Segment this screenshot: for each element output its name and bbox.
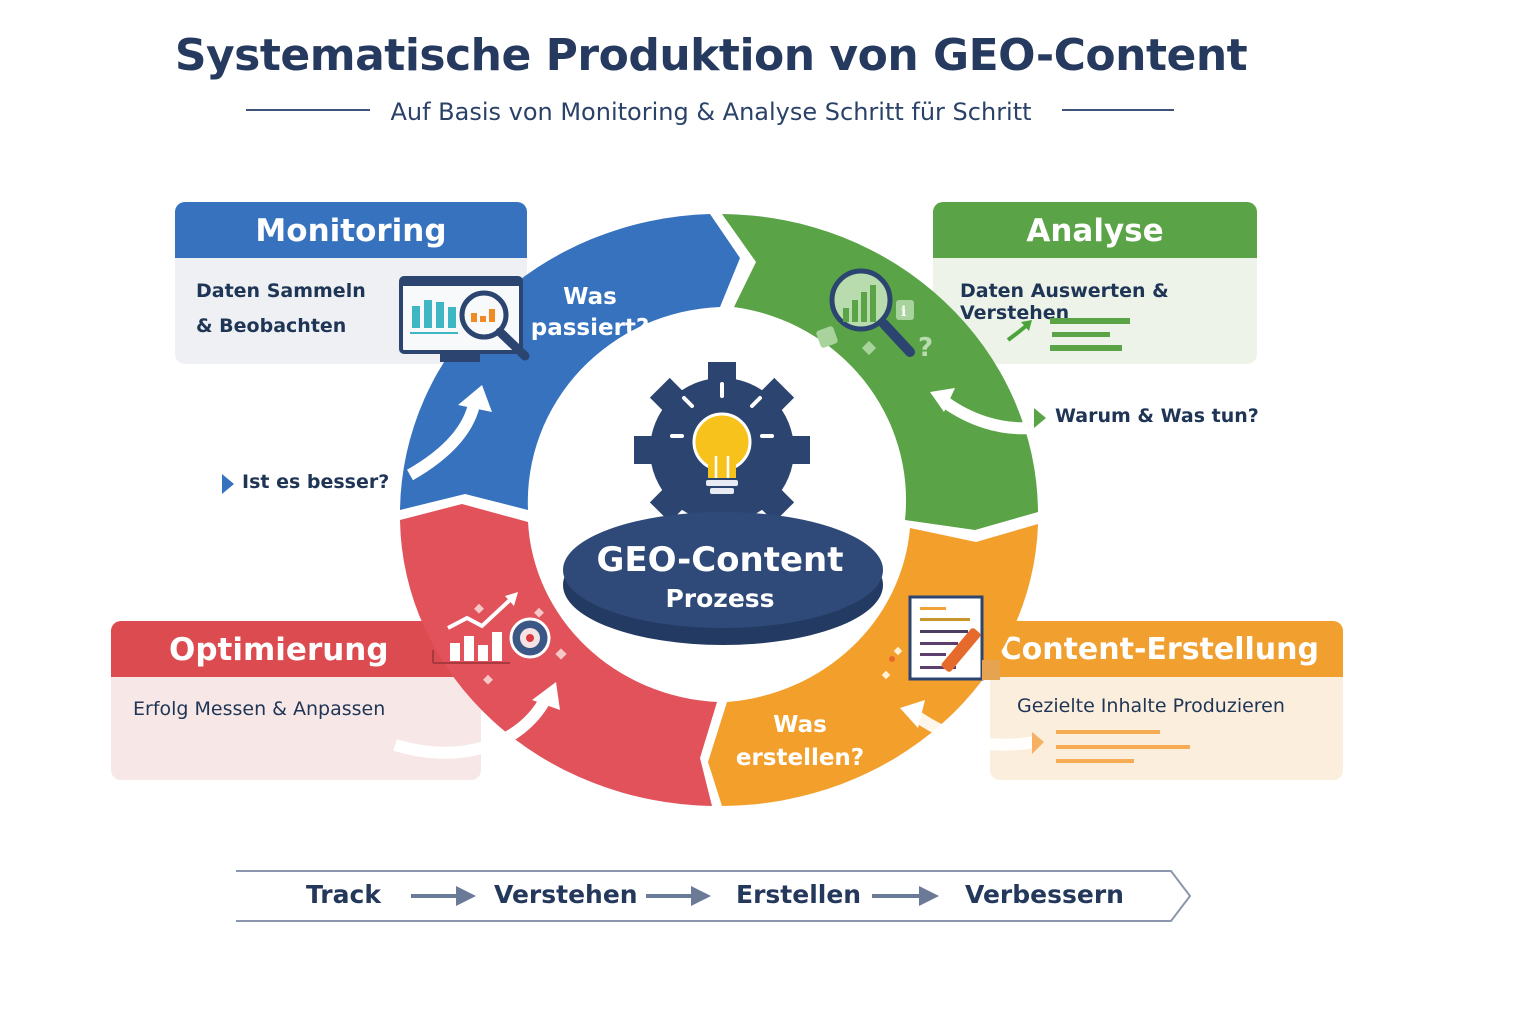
ring-segment-content [708, 524, 1038, 806]
question-monitoring-line-1: Was [563, 284, 617, 310]
curved-arrow-analyse [941, 397, 1031, 435]
card-content-title: Content-Erstellung [990, 621, 1343, 677]
flow-banner [236, 870, 1191, 922]
card-monitoring-desc-line-2: & Beobachten [196, 315, 347, 337]
card-optimierung: Optimierung Erfolg Messen & Anpassen [111, 621, 481, 780]
center-platform [563, 512, 883, 645]
flow-step-erstellen: Erstellen [736, 880, 862, 909]
card-content-erstellung: Content-Erstellung Gezielte Inhalte Prod… [990, 621, 1343, 780]
curved-arrow-monitoring-head [458, 385, 492, 412]
card-analyse: Analyse Daten Auswerten & Verstehen [933, 202, 1257, 364]
question-content-line-1: Was [773, 712, 827, 738]
subtitle-divider-right [1062, 109, 1174, 111]
svg-text:i: i [901, 304, 906, 320]
page-subtitle: Auf Basis von Monitoring & Analyse Schri… [390, 98, 1032, 126]
ring-segment-monitoring [400, 214, 740, 510]
pointer-triangle-icon [222, 474, 234, 494]
question-analyse: Warum & Was tun? [1055, 405, 1259, 427]
chart-gear-icon [432, 592, 567, 685]
card-content-desc: Gezielte Inhalte Produzieren [1017, 695, 1285, 717]
ring-segment-analyse [722, 214, 1038, 530]
document-pencil-icon [881, 595, 1000, 681]
curved-arrow-content-head [900, 700, 925, 728]
pointer-triangle-icon [1034, 408, 1046, 428]
text-lines-icon [1032, 730, 1190, 763]
trend-lines-icon [1006, 318, 1130, 351]
monitor-magnifier-chart-icon [399, 276, 530, 362]
flow-step-track: Track [306, 880, 381, 909]
curved-arrow-monitoring [407, 398, 481, 481]
page-title: Systematische Produktion von GEO-Content [174, 30, 1248, 81]
curved-arrow-optimierung-head [532, 682, 560, 710]
question-monitoring-line-2: passiert? [530, 315, 650, 341]
flow-step-verbessern: Verbessern [965, 880, 1124, 909]
card-analyse-title: Analyse [933, 202, 1257, 258]
card-optimierung-desc: Erfolg Messen & Anpassen [133, 698, 386, 720]
curved-arrow-analyse-head [930, 388, 955, 412]
svg-text:?: ? [918, 333, 933, 363]
flow-step-verstehen: Verstehen [494, 880, 638, 909]
card-analyse-desc: Daten Auswerten & Verstehen [960, 280, 1169, 324]
question-content-line-2: erstellen? [735, 745, 865, 771]
gear-lightbulb-icon [634, 362, 810, 538]
card-monitoring-title: Monitoring [175, 202, 527, 258]
subtitle-divider-left [246, 109, 370, 111]
flow-arrow-icon [411, 886, 939, 906]
card-monitoring: Monitoring Daten Sammeln & Beobachten [175, 202, 527, 364]
magnifier-bar-chart-icon: i ? [816, 268, 933, 363]
question-optimierung: Ist es besser? [242, 471, 390, 493]
card-optimierung-title: Optimierung [111, 621, 481, 677]
card-monitoring-desc-line-1: Daten Sammeln [196, 280, 366, 302]
curved-arrow-optimierung [393, 696, 551, 759]
center-subtitle: Prozess [665, 584, 775, 613]
center-title: GEO-Content [596, 540, 844, 580]
curved-arrow-content [911, 710, 1037, 751]
